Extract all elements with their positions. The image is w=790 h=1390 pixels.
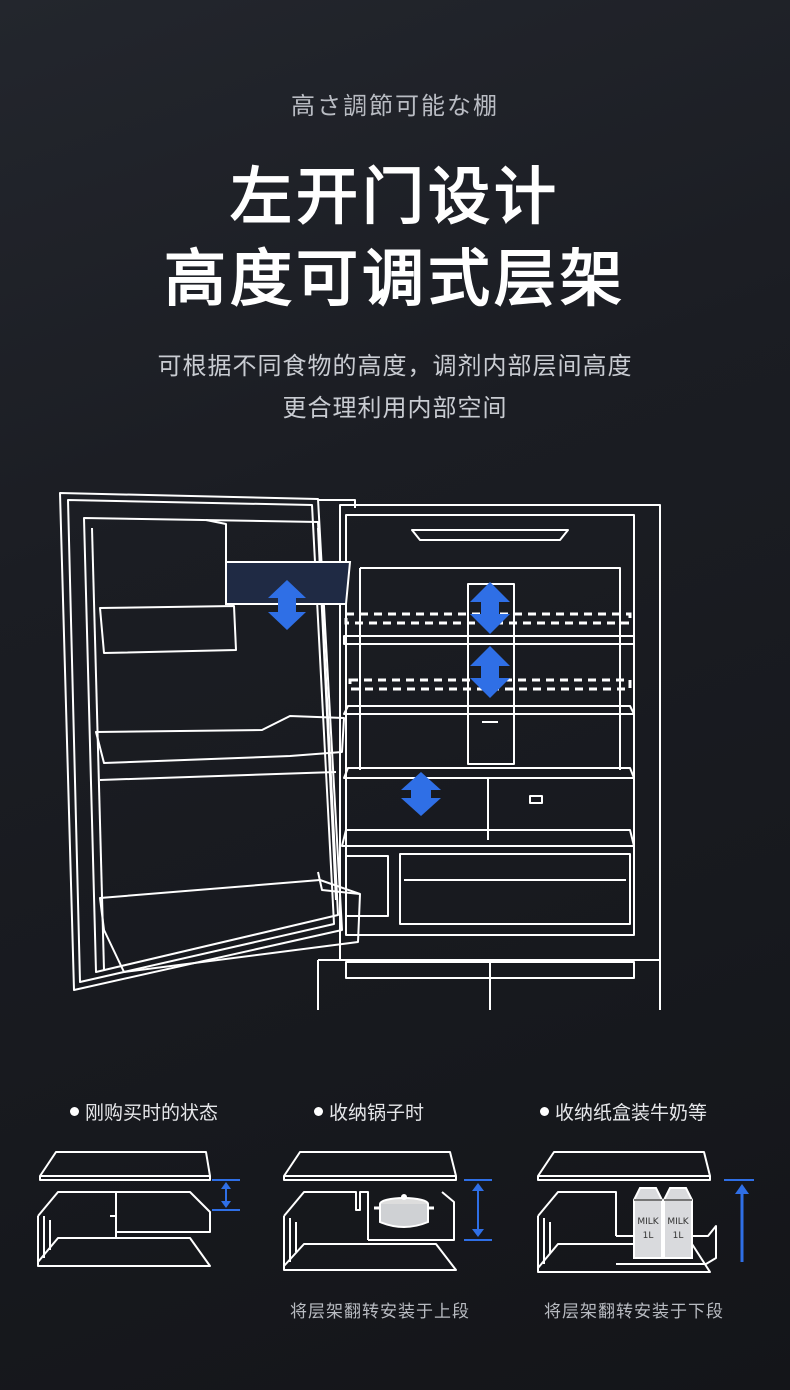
up-down-arrow-icon: [268, 580, 510, 816]
milk-label: MILK: [637, 1217, 659, 1227]
caption-milk: 将层架翻转安装于下段: [544, 1302, 724, 1322]
subtitle-jp: 高さ調節可能な棚: [291, 92, 499, 120]
bullet-icon: [314, 1107, 323, 1116]
milk-volume: 1L: [673, 1231, 684, 1241]
shelf-diagram-milk: MILK 1L MILK 1L: [537, 1151, 754, 1273]
fridge-illustration: [59, 492, 661, 1010]
bullet-icon: [540, 1107, 549, 1116]
milk-volume: 1L: [643, 1231, 654, 1241]
shelf-diagram-pot: [283, 1151, 492, 1271]
state-label-milk: 收纳纸盒装牛奶等: [540, 1098, 707, 1125]
caption-pot: 将层架翻转安装于上段: [290, 1302, 470, 1322]
description-line2: 更合理利用内部空间: [282, 394, 508, 422]
state-label-pot: 收纳锅子时: [314, 1098, 424, 1125]
milk-carton-icon: MILK 1L MILK 1L: [633, 1187, 693, 1259]
state-label-initial: 刚购买时的状态: [70, 1098, 218, 1125]
shelf-diagram-initial: [37, 1151, 240, 1267]
description-line1: 可根据不同食物的高度，调剂内部层间高度: [157, 352, 633, 380]
bullet-icon: [70, 1107, 79, 1116]
milk-label: MILK: [667, 1217, 689, 1227]
title-line1: 左开门设计: [229, 160, 560, 233]
pot-icon: [374, 1194, 434, 1228]
title-line2: 高度可调式层架: [163, 242, 626, 315]
